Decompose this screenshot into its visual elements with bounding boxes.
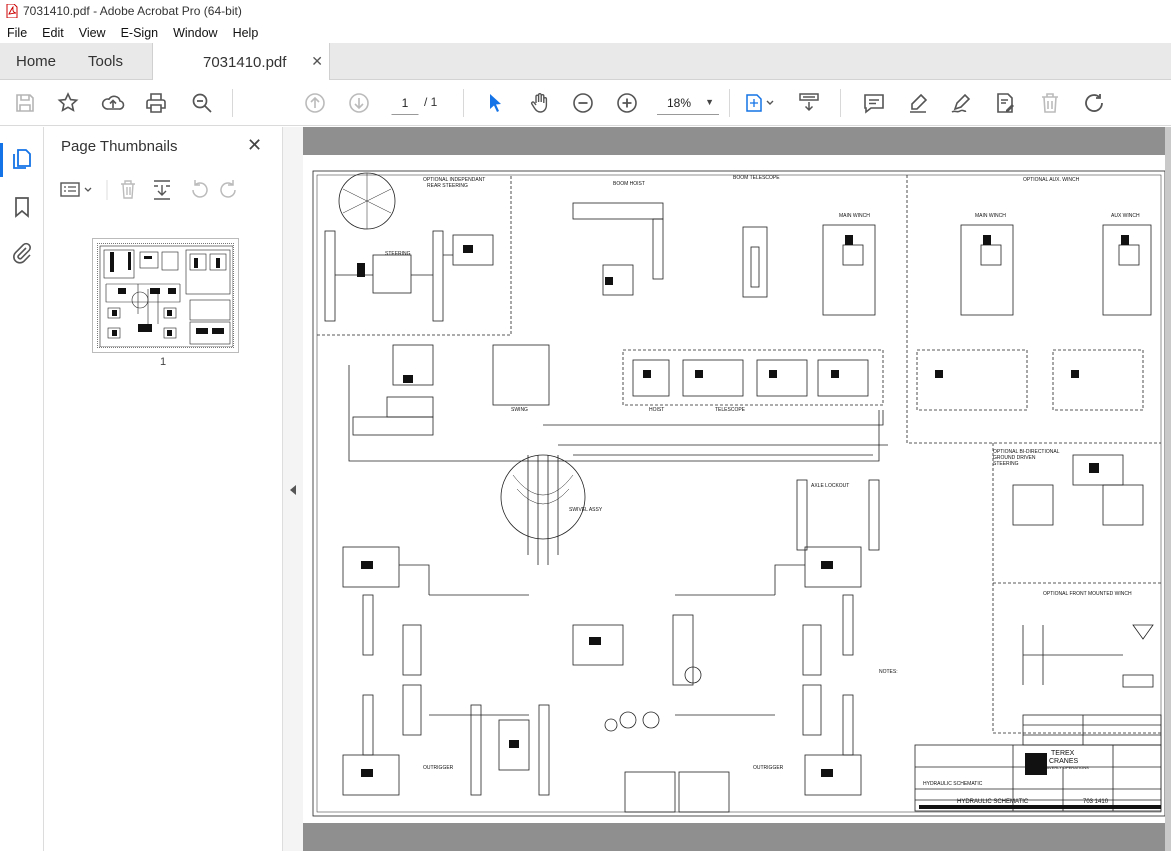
- label-company-cranes: CRANES: [1049, 758, 1079, 765]
- label-doc-title: HYDRAULIC SCHEMATIC: [957, 799, 1029, 805]
- rotate-icon[interactable]: [1081, 90, 1107, 116]
- tab-close-icon[interactable]: ✕: [311, 53, 323, 70]
- extract-pages-icon[interactable]: [154, 181, 170, 199]
- label-main-winch: MAIN WINCH: [839, 213, 870, 219]
- tab-home[interactable]: Home: [16, 43, 56, 80]
- menu-bar: File Edit View E-Sign Window Help: [0, 22, 1171, 43]
- collapse-panel-arrow-icon[interactable]: [290, 485, 296, 495]
- label-hoist: HOIST: [649, 407, 664, 413]
- menu-file[interactable]: File: [0, 26, 35, 40]
- bookmark-icon[interactable]: [10, 195, 34, 219]
- page-thumbnails-panel: Page Thumbnails ✕: [45, 127, 282, 851]
- panel-splitter[interactable]: [282, 127, 303, 851]
- toolbar-separator: [463, 89, 464, 117]
- fit-page-icon[interactable]: [742, 90, 776, 116]
- tab-document-label: 7031410.pdf: [203, 54, 286, 71]
- highlight-pen-icon[interactable]: [905, 90, 931, 116]
- zoom-out-icon[interactable]: [570, 90, 596, 116]
- tab-tools-label: Tools: [88, 53, 123, 70]
- page-thumbnails-icon[interactable]: [10, 147, 34, 171]
- zoom-in-icon[interactable]: [614, 90, 640, 116]
- acrobat-pdf-icon: [6, 4, 18, 18]
- tab-document[interactable]: 7031410.pdf ✕: [152, 43, 330, 81]
- label-company-waverly: WAVERLY OPERATIONS: [1043, 765, 1089, 770]
- title-bar: 7031410.pdf - Adobe Acrobat Pro (64-bit): [0, 0, 1171, 22]
- vertical-scrollbar[interactable]: [1165, 127, 1171, 851]
- scroll-mode-icon[interactable]: [796, 90, 822, 116]
- panel-title: Page Thumbnails: [61, 138, 177, 155]
- bookmark-star-icon[interactable]: [55, 90, 81, 116]
- label-steering: STEERING: [385, 251, 411, 257]
- share-upload-icon[interactable]: [100, 90, 126, 116]
- active-indicator: [0, 143, 3, 177]
- page-number-input[interactable]: 1: [391, 91, 419, 115]
- label-outrigger-2: OUTRIGGER: [753, 765, 784, 771]
- thumbnail-page-number: 1: [160, 356, 166, 368]
- panel-close-icon[interactable]: ✕: [247, 135, 262, 156]
- thumbnail-preview: [97, 243, 234, 348]
- label-company-terex: TEREX: [1051, 750, 1075, 757]
- label-doc-title-small: HYDRAULIC SCHEMATIC: [923, 781, 983, 787]
- label-boom-hoist: BOOM HOIST: [613, 181, 645, 187]
- rotate-right-icon[interactable]: [221, 180, 235, 197]
- menu-esign[interactable]: E-Sign: [114, 26, 167, 40]
- save-icon[interactable]: [12, 90, 38, 116]
- label-axle-lockout: AXLE LOCKOUT: [811, 483, 849, 489]
- menu-edit[interactable]: Edit: [35, 26, 72, 40]
- tab-bar: Home Tools 7031410.pdf ✕: [0, 43, 1171, 80]
- label-doc-number: 703 1410: [1083, 799, 1109, 805]
- label-swing: SWING: [511, 407, 528, 413]
- attachment-paperclip-icon[interactable]: [10, 241, 34, 265]
- tab-tools[interactable]: Tools: [88, 43, 123, 80]
- chevron-down-icon: ▼: [705, 97, 714, 107]
- left-navigation-rail: [0, 127, 44, 851]
- label-aux-winch: OPTIONAL AUX. WINCH: [1023, 177, 1080, 183]
- thumbnail-options-icon[interactable]: [61, 183, 91, 196]
- label-outrigger: OUTRIGGER: [423, 765, 454, 771]
- menu-help[interactable]: Help: [226, 26, 267, 40]
- previous-page-icon[interactable]: [302, 90, 328, 116]
- label-front-winch: OPTIONAL FRONT MOUNTED WINCH: [1043, 591, 1132, 597]
- document-view[interactable]: OPTIONAL INDEPENDANT REAR STEERING OPTIO…: [303, 127, 1171, 851]
- draw-sign-icon[interactable]: [948, 90, 974, 116]
- zoom-search-icon[interactable]: [189, 90, 215, 116]
- zoom-level-value: 18%: [667, 96, 691, 110]
- panel-toolbar: [59, 177, 269, 203]
- page-thumbnail-1[interactable]: [92, 238, 239, 353]
- toolbar-separator: [729, 89, 730, 117]
- menu-window[interactable]: Window: [166, 26, 225, 40]
- label-aux-winch-small-2: AUX WINCH: [1111, 213, 1140, 219]
- select-cursor-icon[interactable]: [482, 90, 508, 116]
- delete-page-icon[interactable]: [121, 181, 135, 198]
- hand-pan-icon[interactable]: [527, 90, 553, 116]
- label-notes: NOTES:: [879, 669, 898, 675]
- label-aux-winch-small: MAIN WINCH: [975, 213, 1006, 219]
- toolbar-separator: [840, 89, 841, 117]
- menu-view[interactable]: View: [72, 26, 114, 40]
- page-total: / 1: [424, 95, 437, 109]
- delete-trash-icon[interactable]: [1037, 90, 1063, 116]
- comment-icon[interactable]: [861, 90, 887, 116]
- label-telescope: TELESCOPE: [715, 407, 746, 413]
- main-toolbar: 1 / 1 18% ▼: [0, 80, 1171, 126]
- label-ground-steering-3: STEERING: [993, 461, 1019, 467]
- next-page-icon[interactable]: [346, 90, 372, 116]
- tab-home-label: Home: [16, 53, 56, 70]
- window-title: 7031410.pdf - Adobe Acrobat Pro (64-bit): [23, 4, 242, 18]
- label-swivel: SWIVEL ASSY: [569, 507, 603, 513]
- zoom-level-select[interactable]: 18% ▼: [657, 91, 719, 115]
- pdf-page: OPTIONAL INDEPENDANT REAR STEERING OPTIO…: [303, 155, 1171, 823]
- label-boom-telescope: BOOM TELESCOPE: [733, 175, 780, 181]
- edit-pdf-icon[interactable]: [992, 90, 1018, 116]
- label-rear-steering-2: REAR STEERING: [427, 183, 468, 189]
- toolbar-separator: [232, 89, 233, 117]
- print-icon[interactable]: [143, 90, 169, 116]
- hydraulic-schematic-drawing: OPTIONAL INDEPENDANT REAR STEERING OPTIO…: [303, 155, 1171, 823]
- rotate-left-icon[interactable]: [193, 180, 207, 197]
